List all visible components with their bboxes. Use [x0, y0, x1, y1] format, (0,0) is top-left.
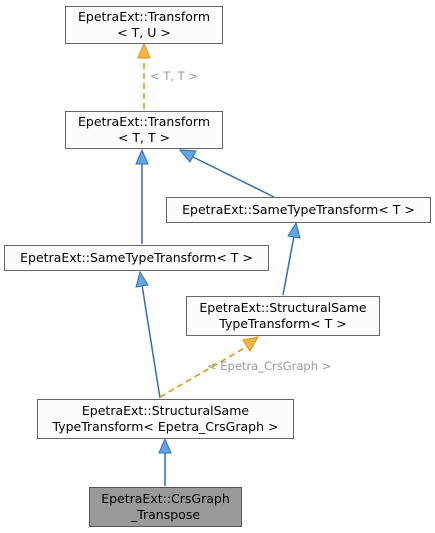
template-edge-crs-to-t — [159, 345, 249, 398]
node-structural-same-t[interactable]: EpetraExt::StructuralSame TypeTransform<… — [186, 296, 380, 336]
node-transform-tu[interactable]: EpetraExt::Transform < T, U > — [65, 6, 223, 44]
node-label-line2: < T, T > — [117, 130, 171, 145]
arrowhead-same-right — [287, 221, 301, 239]
template-arrowhead-structural-t — [242, 336, 259, 352]
edge-right-same-to-transform — [192, 156, 275, 198]
node-same-type-transform-left[interactable]: EpetraExt::SameTypeTransform< T > — [4, 245, 269, 271]
arrowhead-same-left — [135, 270, 149, 288]
node-label-line1: EpetraExt::Transform — [77, 114, 211, 129]
node-label-line1: EpetraExt::CrsGraph — [101, 491, 230, 506]
node-transform-tt[interactable]: EpetraExt::Transform < T, T > — [65, 111, 223, 149]
node-label-line2: _Transpose — [130, 507, 201, 522]
arrowhead-transform-tt-left — [135, 148, 149, 165]
edge-structural-t-to-same-right — [282, 235, 295, 296]
node-label-line2: < T, U > — [117, 25, 171, 40]
template-arrowhead-tu — [137, 42, 151, 59]
node-crsgraph-transpose[interactable]: EpetraExt::CrsGraph _Transpose — [89, 487, 242, 527]
edge-label-tt: < T, T > — [150, 69, 198, 83]
node-label-line2: TypeTransform< Epetra_CrsGraph > — [52, 419, 279, 434]
node-label-line1: EpetraExt::Transform — [77, 9, 211, 24]
node-label-line1: EpetraExt::StructuralSame — [81, 403, 250, 418]
node-structural-same-crsgraph[interactable]: EpetraExt::StructuralSame TypeTransform<… — [37, 399, 294, 439]
node-label-line1: EpetraExt::StructuralSame — [199, 300, 367, 315]
node-label-line1: EpetraExt::SameTypeTransform< T > — [182, 202, 415, 217]
node-label-line2: TypeTransform< T > — [219, 316, 347, 331]
node-label-line1: EpetraExt::SameTypeTransform< T > — [20, 250, 253, 265]
arrowhead-structural-crs — [158, 437, 172, 454]
edge-label-crs: < Epetra_CrsGraph > — [207, 359, 331, 373]
edge-structural-crs-to-same-left — [141, 284, 161, 399]
node-same-type-transform-right[interactable]: EpetraExt::SameTypeTransform< T > — [166, 197, 431, 223]
arrowhead-transform-tt-right — [178, 149, 197, 163]
